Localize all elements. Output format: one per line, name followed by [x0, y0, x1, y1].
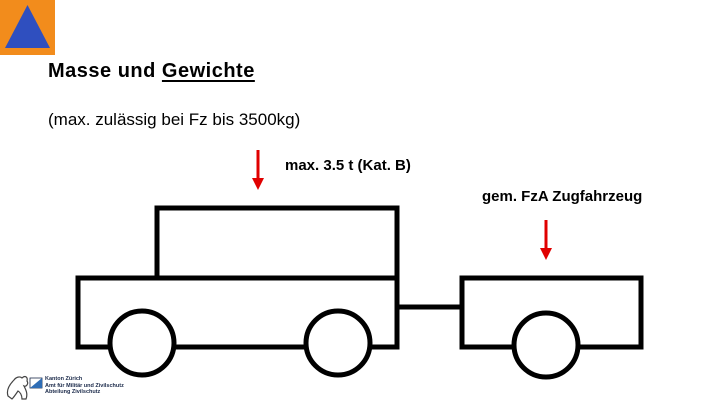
- canton-zurich-logo: [2, 366, 152, 402]
- car-front-wheel: [107, 308, 177, 378]
- car-arrow-head: [252, 178, 264, 190]
- footer-line-3: Abteilung Zivilschutz: [45, 389, 101, 395]
- car-weight-label: max. 3.5 t (Kat. B): [285, 157, 411, 174]
- car-roof-outline: [154, 205, 400, 278]
- trailer-weight-label: gem. FzA Zugfahrzeug: [482, 188, 643, 205]
- slide-subtitle: (max. zulässig bei Fz bis 3500kg): [48, 110, 301, 129]
- footer-line-1: Kanton Zürich: [45, 376, 83, 382]
- car-rear-wheel: [303, 308, 373, 378]
- lion-emblem-icon: [6, 375, 29, 400]
- trailer-outline: [459, 275, 644, 350]
- trailer-wheel: [511, 310, 581, 380]
- title-text: Masse und: [48, 60, 162, 82]
- car-body-outline: [75, 275, 400, 350]
- slide-title: Masse und Gewichte: [48, 60, 255, 83]
- trailer-arrow-head: [540, 248, 552, 260]
- title-underlined-text: Gewichte: [161, 60, 255, 82]
- civil-protection-logo: [0, 0, 55, 55]
- blue-triangle-icon: [5, 5, 50, 48]
- footer-line-2: Amt für Militär und Zivilschutz: [45, 382, 124, 389]
- footer-agency-text: Kanton Zürich Amt für Militär und Zivils…: [45, 376, 124, 396]
